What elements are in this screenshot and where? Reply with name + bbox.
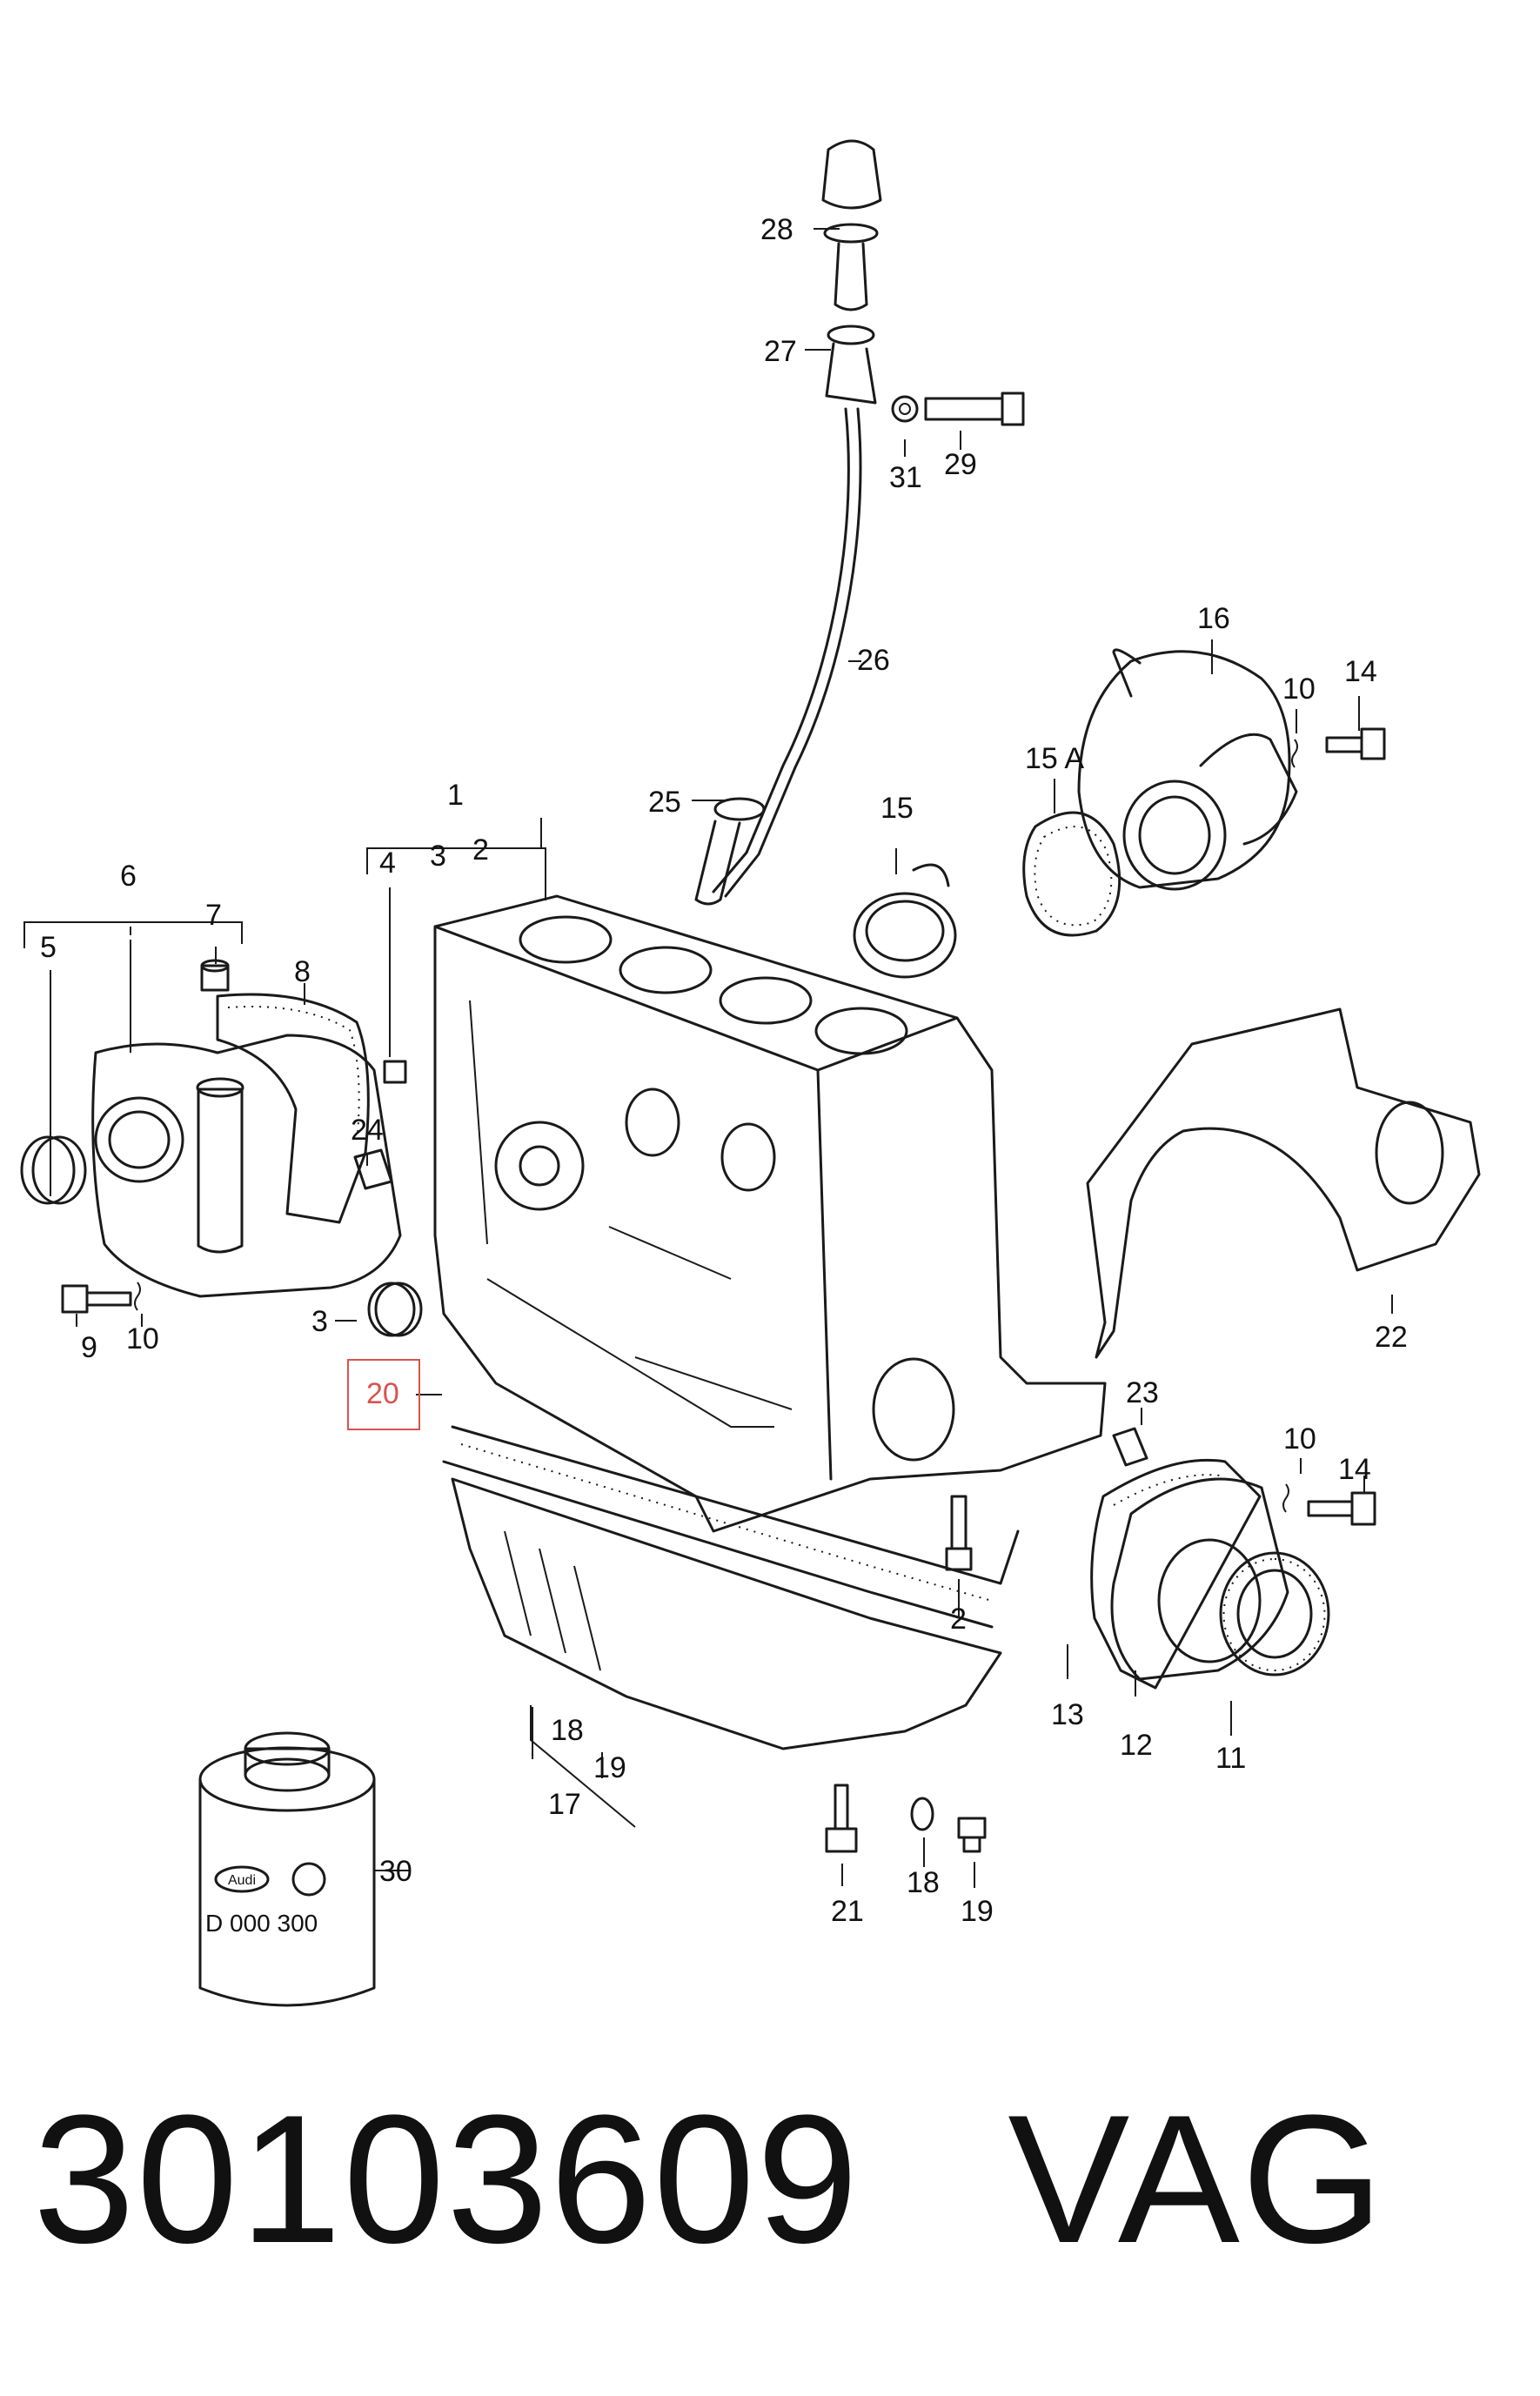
callout-8: 8 bbox=[294, 955, 311, 988]
callout-10-lower: 10 bbox=[1283, 1422, 1316, 1456]
callout-19: 19 bbox=[961, 1895, 994, 1928]
callout-18: 18 bbox=[907, 1866, 940, 1899]
callout-14-upper: 14 bbox=[1344, 655, 1377, 688]
callout-10-left: 10 bbox=[126, 1322, 159, 1355]
callout-11: 11 bbox=[1215, 1742, 1246, 1775]
callout-25: 25 bbox=[648, 786, 681, 819]
callout-labels: 28 27 31 29 26 16 10 14 15 A 25 15 1 4 3… bbox=[40, 213, 1408, 1928]
callout-26: 26 bbox=[857, 644, 890, 677]
bolt-14-lower bbox=[1282, 1483, 1376, 1526]
highlight-box-20 bbox=[347, 1359, 420, 1430]
callout-17: 17 bbox=[548, 1788, 581, 1821]
drain-plug-21 bbox=[825, 1784, 858, 1853]
water-pump-6 bbox=[91, 1034, 402, 1298]
bolt-2 bbox=[945, 1495, 973, 1571]
callout-30: 30 bbox=[379, 1855, 412, 1888]
callout-7: 7 bbox=[205, 899, 222, 932]
callout-19-pan: 19 bbox=[593, 1751, 626, 1784]
rear-plate-22 bbox=[1086, 1007, 1481, 1359]
callout-2: 2 bbox=[950, 1603, 967, 1636]
callout-20: 20 bbox=[366, 1377, 399, 1410]
bolt-9-and-washer-10 bbox=[61, 1282, 141, 1314]
callout-1: 1 bbox=[447, 779, 464, 812]
engine-block-1 bbox=[433, 894, 1107, 1533]
dowel-23 bbox=[1112, 1427, 1148, 1467]
callout-9: 9 bbox=[81, 1331, 97, 1364]
part-number: 30103609 bbox=[33, 2077, 860, 2281]
sealant-can-30: Audi D 000 300 bbox=[198, 1731, 376, 2007]
gasket-13 bbox=[1090, 1458, 1262, 1690]
callout-10-upper: 10 bbox=[1282, 673, 1316, 706]
pulley-5 bbox=[20, 1135, 87, 1205]
callout-28: 28 bbox=[760, 213, 793, 246]
callout-12: 12 bbox=[1120, 1729, 1153, 1762]
leader-lines bbox=[50, 228, 1393, 1888]
seal-3 bbox=[367, 1282, 423, 1337]
seal-15 bbox=[853, 863, 957, 979]
callout-14-lower: 14 bbox=[1338, 1453, 1371, 1486]
bolt-and-washer-29-31 bbox=[891, 392, 1025, 426]
washer-18 bbox=[910, 1797, 934, 1831]
oil-pan-gasket-20 bbox=[442, 1425, 1020, 1629]
callout-13: 13 bbox=[1051, 1698, 1084, 1731]
coolant-flange-housing-16 bbox=[1077, 648, 1298, 891]
callout-22: 22 bbox=[1375, 1321, 1408, 1354]
callout-24: 24 bbox=[351, 1114, 384, 1147]
callout-3-top: 3 bbox=[430, 840, 446, 873]
can-logo-audi: Audi bbox=[228, 1873, 256, 1888]
gasket-15a bbox=[1022, 811, 1122, 937]
can-code: D 000 300 bbox=[205, 1910, 318, 1937]
cap-7 bbox=[200, 959, 230, 992]
callout-18-pan: 18 bbox=[551, 1714, 584, 1747]
callout-21: 21 bbox=[831, 1895, 864, 1928]
plug-4 bbox=[383, 1060, 407, 1084]
callout-31: 31 bbox=[889, 461, 922, 494]
plug-19 bbox=[957, 1817, 987, 1853]
oil-pan-17 bbox=[451, 1477, 1002, 1750]
brand-name: VAG bbox=[1008, 2077, 1386, 2281]
callout-2-top: 2 bbox=[472, 833, 489, 867]
seal-11 bbox=[1219, 1551, 1330, 1677]
callout-4: 4 bbox=[379, 847, 396, 880]
gasket-8 bbox=[216, 993, 370, 1224]
callout-15a: 15 A bbox=[1025, 742, 1084, 775]
callout-23: 23 bbox=[1126, 1376, 1159, 1409]
bolt-14-upper bbox=[1291, 727, 1386, 768]
callout-15: 15 bbox=[880, 792, 914, 825]
callout-27: 27 bbox=[764, 335, 797, 368]
dowel-24 bbox=[353, 1148, 393, 1190]
seal-flange-12 bbox=[1110, 1477, 1289, 1681]
callout-16: 16 bbox=[1197, 602, 1230, 635]
group-brackets bbox=[23, 818, 636, 1828]
callout-3: 3 bbox=[311, 1305, 328, 1338]
callout-6: 6 bbox=[120, 860, 137, 893]
callout-29: 29 bbox=[944, 448, 977, 481]
dipstick-assembly bbox=[694, 139, 882, 906]
callout-5: 5 bbox=[40, 931, 57, 964]
